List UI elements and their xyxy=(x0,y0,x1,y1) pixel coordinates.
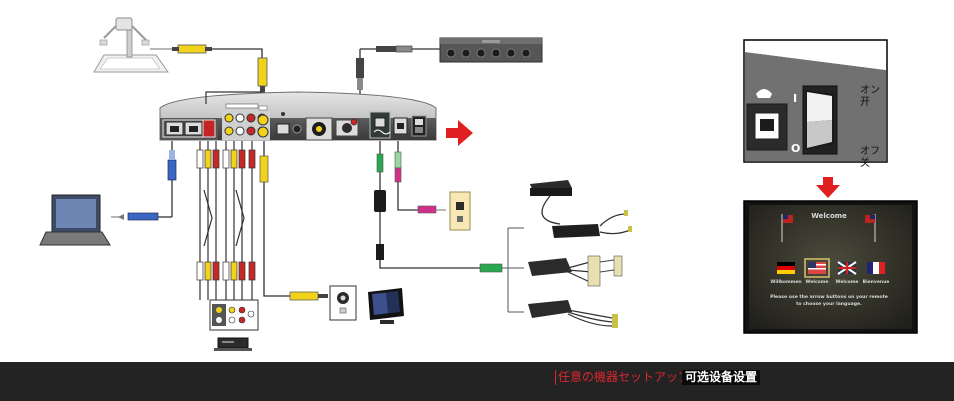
right-arrow-icon xyxy=(446,120,473,146)
rca-plugs xyxy=(196,149,256,281)
power-switch-panel xyxy=(743,39,888,163)
flag-uk[interactable] xyxy=(837,261,857,275)
switch-off-label: オフ xyxy=(860,145,880,157)
switch-on-label-zh: 开 xyxy=(860,97,870,108)
power-switch-icon xyxy=(802,85,838,155)
flag-france[interactable] xyxy=(867,262,885,274)
camera-video-cable xyxy=(150,44,268,106)
language-label-german: Willkommen xyxy=(770,279,801,285)
language-label-english-us: Welcome xyxy=(806,279,829,285)
audio-mixer-icon xyxy=(439,37,543,63)
monitor-svideo-cable xyxy=(259,141,328,301)
welcome-instruction-line1: Please use the arrow buttons on your rem… xyxy=(770,294,888,300)
language-label-french: Bienvenue xyxy=(863,279,890,285)
welcome-title: Welcome xyxy=(811,212,847,220)
speaker-cable xyxy=(374,141,524,313)
laptop-icon xyxy=(39,194,111,246)
vcr-icon xyxy=(214,337,252,351)
flag-us[interactable] xyxy=(804,258,830,278)
switch-on-symbol: I xyxy=(793,92,797,105)
language-label-english-uk: Welcome xyxy=(836,279,859,285)
tv-monitor-icon xyxy=(368,288,404,324)
laptop-network-cable xyxy=(111,141,177,221)
optional-setup-link-zh[interactable]: 可选设备设置 xyxy=(682,370,761,385)
svideo-wall-plate xyxy=(329,285,357,321)
document-camera-icon xyxy=(93,17,169,73)
flag-german[interactable] xyxy=(777,262,795,274)
subwoofer-module-icon xyxy=(528,180,632,328)
switch-off-symbol: O xyxy=(791,142,800,155)
welcome-screen xyxy=(743,200,918,334)
phone-jack-icon xyxy=(449,191,471,231)
footer-bar: 任意の機器セットアップ 可选设备设置 xyxy=(0,362,954,401)
main-unit-rear-panel xyxy=(159,91,437,141)
welcome-instruction-line2: to choose your language. xyxy=(796,301,862,307)
down-arrow-icon xyxy=(816,177,840,198)
switch-on-label: オン xyxy=(860,84,880,96)
optional-setup-link-ja[interactable]: 任意の機器セットアップ xyxy=(555,370,694,385)
switch-off-label-zh: 关 xyxy=(860,156,870,169)
vcr-connector-panel xyxy=(209,299,259,331)
phone-line-cable xyxy=(394,141,446,214)
connection-diagram: I O オン 开 オフ 关 xyxy=(39,17,918,351)
